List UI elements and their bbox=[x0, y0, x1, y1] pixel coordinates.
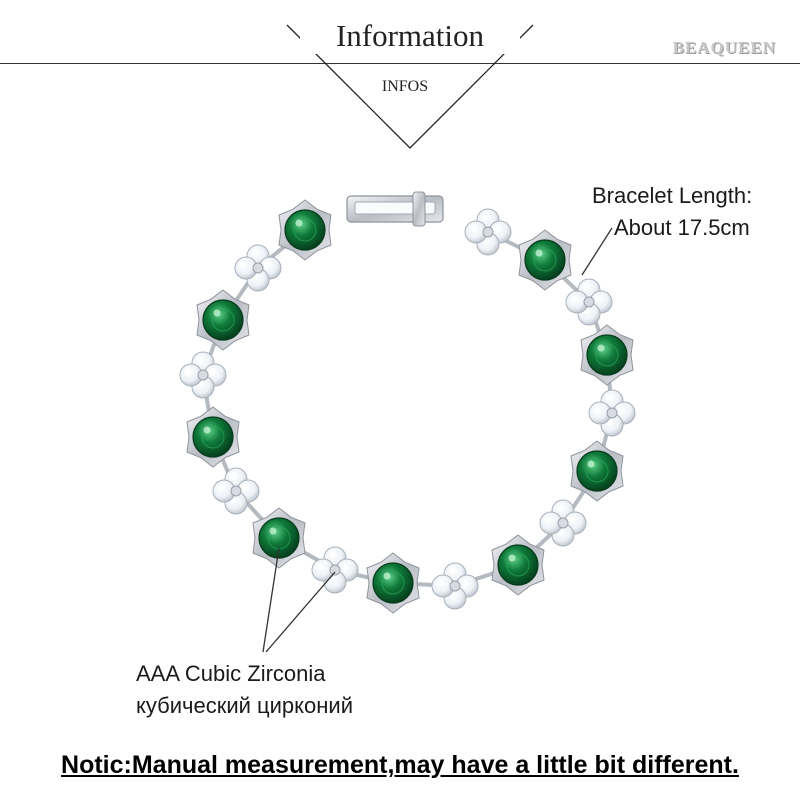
stone-callout: AAA Cubic Zirconia кубический цирконий bbox=[136, 658, 353, 722]
emerald-stone bbox=[278, 199, 332, 261]
crystal-cluster bbox=[588, 389, 636, 437]
emerald-stone bbox=[518, 229, 572, 291]
emerald-stone bbox=[570, 440, 624, 502]
stone-leader-line-2 bbox=[265, 571, 336, 653]
measurement-notice: Notic:Manual measurement,may have a litt… bbox=[61, 751, 739, 779]
emerald-stone bbox=[366, 552, 420, 614]
emerald-stone bbox=[252, 507, 306, 569]
emerald-stone bbox=[491, 534, 545, 596]
crystal-cluster bbox=[234, 244, 282, 292]
header-chevron bbox=[286, 24, 534, 149]
length-callout: Bracelet Length: About 17.5cm bbox=[592, 180, 752, 244]
crystal-cluster bbox=[179, 351, 227, 399]
length-label: Bracelet Length: bbox=[592, 183, 753, 208]
header-rule bbox=[0, 63, 800, 64]
crystal-cluster bbox=[565, 278, 613, 326]
crystal-cluster bbox=[431, 562, 479, 610]
crystal-cluster bbox=[212, 467, 260, 515]
emerald-stone bbox=[186, 406, 240, 468]
stone-leader-line-1 bbox=[262, 547, 280, 653]
length-leader-line bbox=[581, 227, 613, 276]
stone-label-en: AAA Cubic Zirconia bbox=[136, 661, 326, 686]
page-title: Information bbox=[300, 18, 520, 54]
length-value: About 17.5cm bbox=[614, 215, 750, 240]
emerald-stone bbox=[580, 324, 634, 386]
gems bbox=[179, 199, 636, 614]
page-subtitle: INFOS bbox=[381, 78, 429, 95]
clasp bbox=[346, 191, 444, 227]
brand-logo: BEAQUEEN bbox=[672, 38, 776, 57]
crystal-cluster bbox=[311, 546, 359, 594]
crystal-cluster bbox=[539, 499, 587, 547]
stone-label-ru: кубический цирконий bbox=[136, 693, 353, 718]
emerald-stone bbox=[196, 289, 250, 351]
crystal-cluster bbox=[464, 208, 512, 256]
